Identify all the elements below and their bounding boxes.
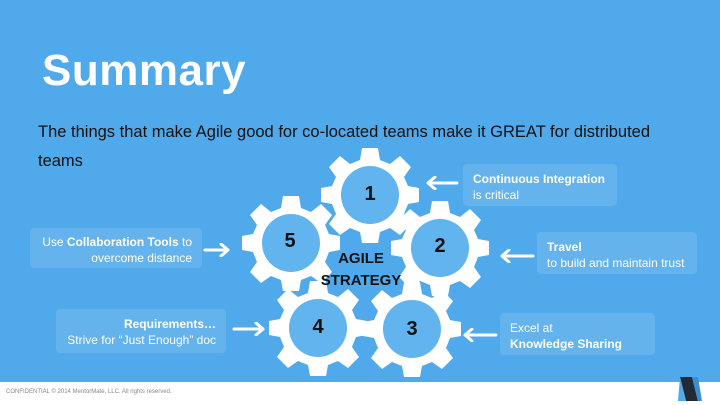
arrow-left-icon	[463, 328, 498, 342]
callout-5-bold: Requirements…	[123, 317, 216, 331]
callout-2-bold: Travel	[547, 240, 582, 254]
gear-number-5: 5	[284, 230, 296, 252]
callout-3-text: Excel at	[510, 321, 553, 335]
gear-number-4: 4	[312, 316, 324, 338]
slide-subtitle: The things that make Agile good for co-l…	[38, 123, 651, 170]
center-label-line2: STRATEGY	[320, 272, 402, 289]
callout-3-bold: Knowledge Sharing	[510, 337, 623, 351]
callout-2-text: to build and maintain trust	[547, 256, 685, 270]
callout-5-text: Strive for “Just Enough” doc	[67, 333, 216, 347]
gear-number-2: 2	[434, 235, 446, 257]
gear-number-3: 3	[406, 318, 418, 340]
gear-number-1: 1	[364, 183, 376, 205]
agile-strategy-label: AGILE STRATEGY	[296, 248, 426, 292]
callout-4-bold: Collaboration Tools	[66, 235, 179, 249]
callout-collaboration-tools: Use Collaboration Tools to overcome dist…	[30, 228, 202, 268]
arrow-right-icon	[232, 322, 265, 336]
slide-background: Summary The things that make Agile good …	[0, 0, 720, 382]
callout-1-text: is critical	[473, 188, 520, 202]
callout-requirements: Requirements… Strive for “Just Enough” d…	[56, 309, 226, 353]
arrow-left-icon	[500, 249, 535, 263]
footer: CONFIDENTIAL © 2014 MentorMate, LLC. All…	[0, 382, 720, 405]
callout-travel: Travel to build and maintain trust	[537, 232, 697, 274]
footer-copyright: CONFIDENTIAL © 2014 MentorMate, LLC. All…	[6, 389, 172, 395]
arrow-right-icon	[203, 243, 230, 257]
callout-4-post: to	[178, 235, 192, 249]
mentormate-logo-icon	[678, 377, 702, 401]
callout-4-line2: overcome distance	[91, 251, 192, 265]
callout-knowledge-sharing: Excel at Knowledge Sharing	[500, 313, 655, 355]
callout-continuous-integration: Continuous Integration is critical	[463, 164, 617, 206]
callout-4-pre: Use	[42, 235, 67, 249]
callout-1-bold: Continuous Integration	[473, 172, 605, 186]
arrow-left-icon	[426, 176, 459, 190]
center-label-line1: AGILE	[338, 250, 384, 267]
slide-title: Summary	[42, 46, 247, 95]
